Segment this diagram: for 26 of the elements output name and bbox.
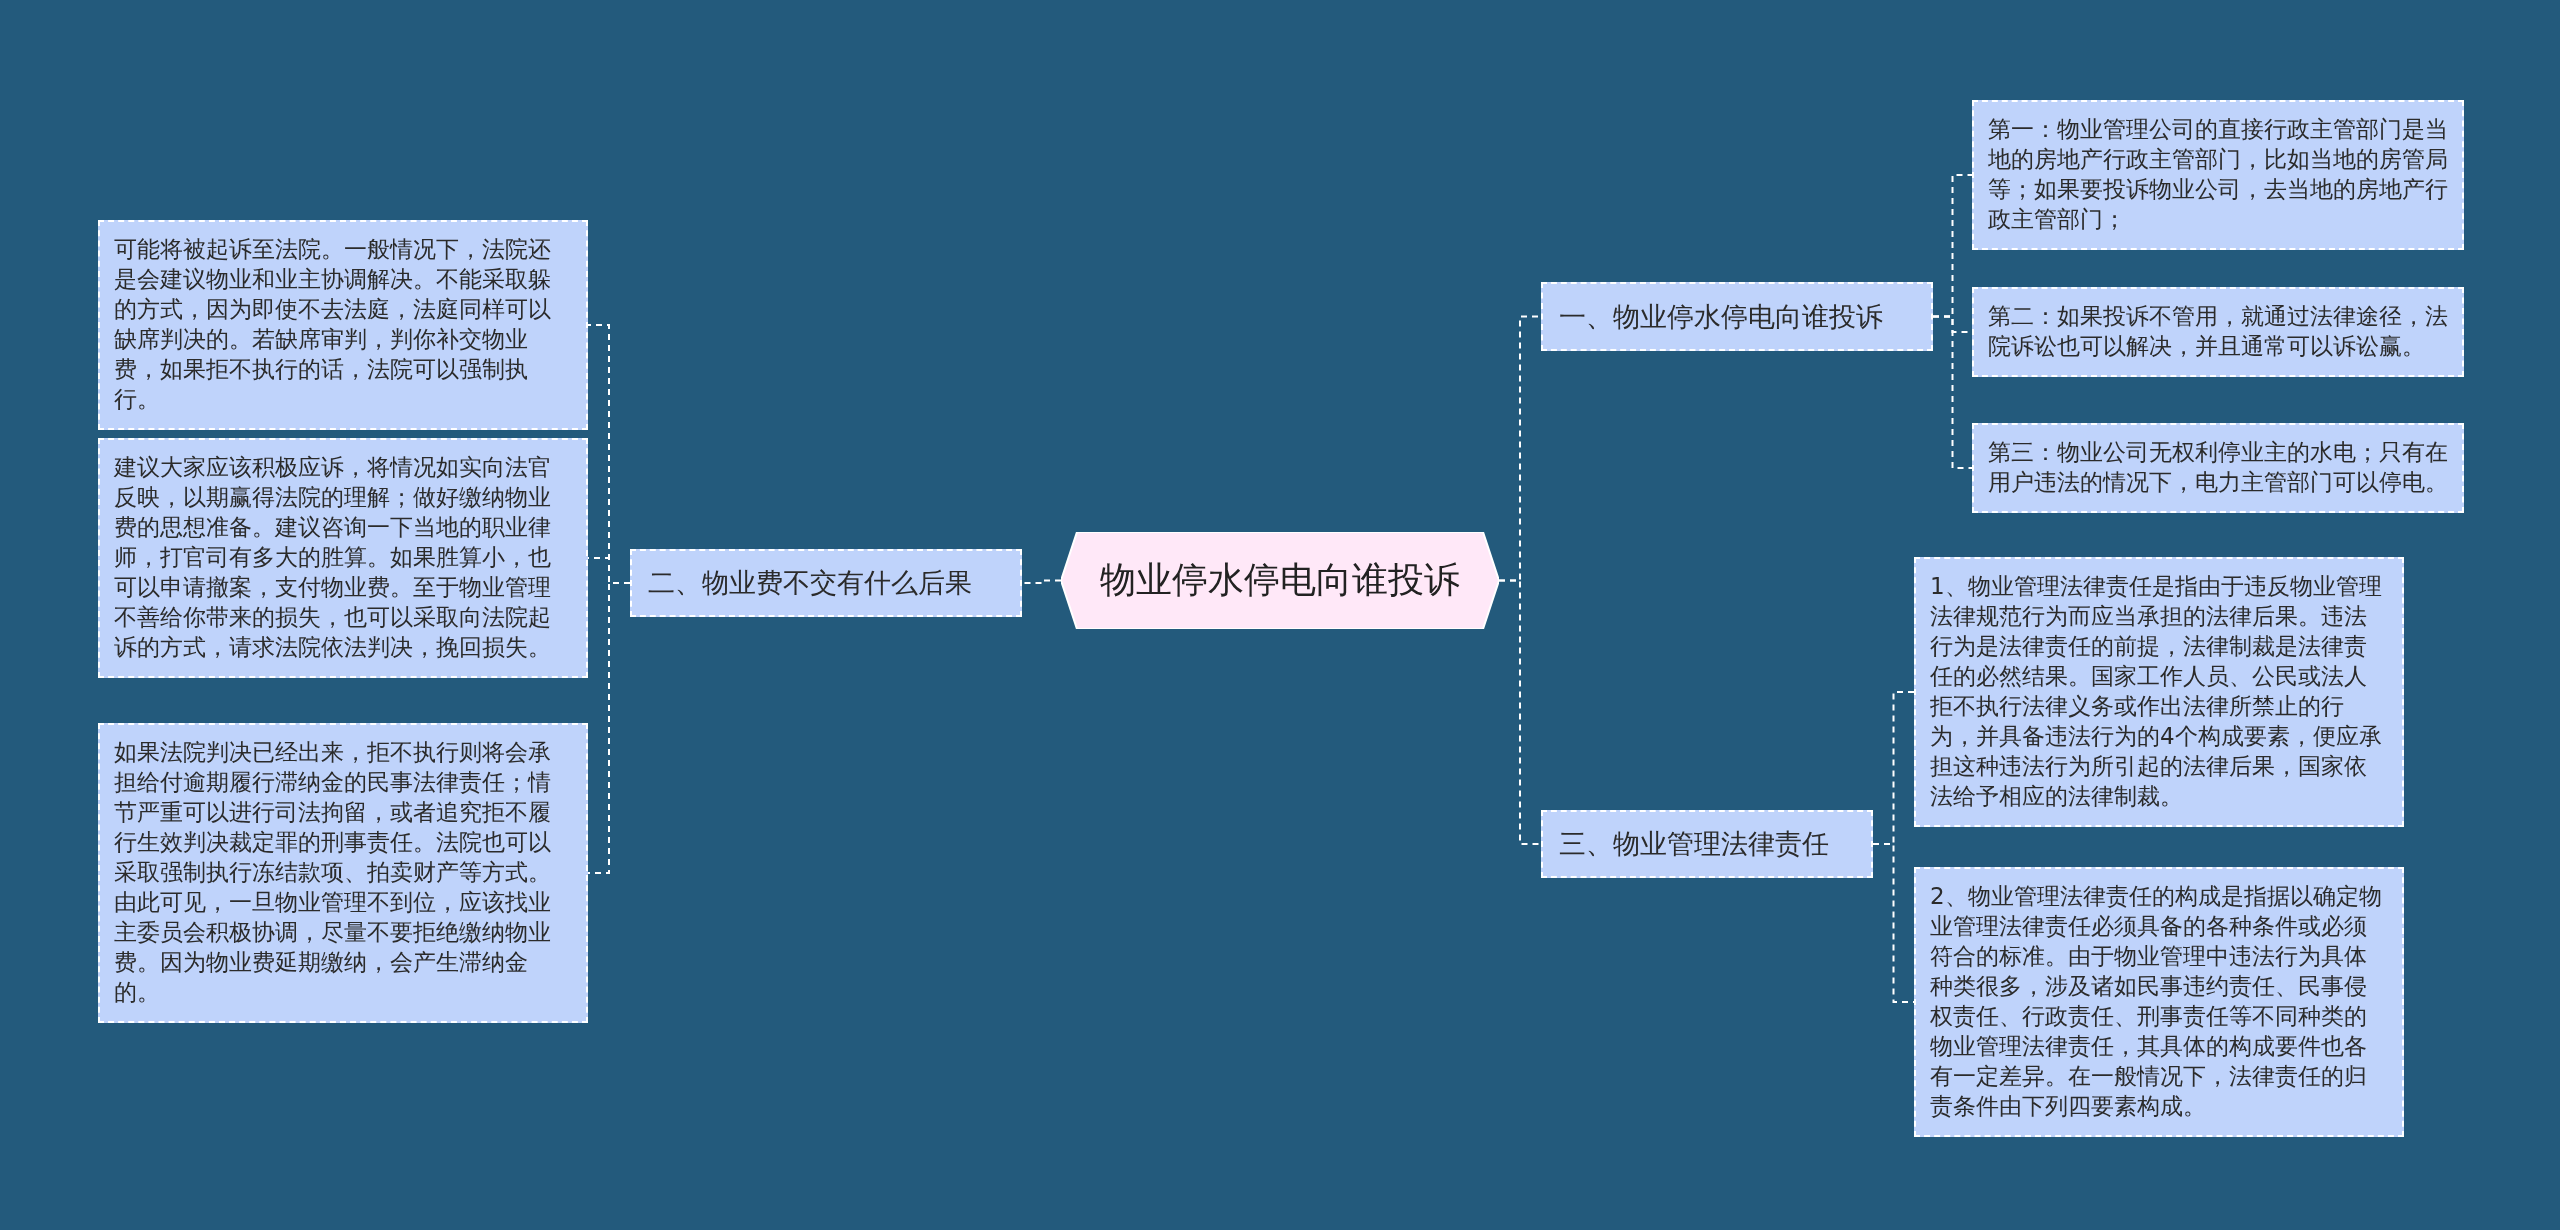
node-text: 三、物业管理法律责任 [1559,827,1829,861]
note-box [1972,423,2464,513]
node-text: 二、物业费不交有什么后果 [648,566,972,600]
topic-hexagon [1061,532,1499,629]
branch-box [630,549,1022,617]
branch-box [1541,810,1873,878]
node-text: 一、物业停水停电向谁投诉 [1559,299,1883,334]
node-text: 可能将被起诉至法院。一般情况下，法院还是会建议物业和业主协调解决。不能采取躲的方式，因为即使不去法庭，法庭同样可以缺席判决的。若缺席审判，判你补交物业费，如果拒不执行的话，法院可以强制执行。 [114,235,552,414]
node-text: 1、物业管理法律责任是指由于违反物业管理法律规范行为而应当承担的法律后果。违法行为是法律责任的前提，法律制裁是法律责任的必然结果。国家工作人员、公民或法人拒不执行法律义务或作出法律所禁止的行为，并具备违法行为的4个构成要素，便应承担这种违法行为所引起的法律后果，国家依法给予相应的法律制裁。 [1930,572,2383,811]
note-box [1914,557,2404,827]
node-text: 2、物业管理法律责任的构成是指据以确定物业管理法律责任必须具备的各种条件或必须符合的标准。由于物业管理中违法行为具体种类很多，涉及诸如民事违约责任、民事侵权责任、行政责任、刑事责任等不同种类的物业管理法律责任，其具体的构成要件也各有一定差异。在一般情况下，法律责任的归责条件由下列四要素构成。 [1930,882,2383,1121]
note-box [1972,100,2464,250]
connector-line [1498,579,1542,845]
note-box [98,723,588,1023]
note-box [1972,287,2464,377]
node-text: 第二：如果投诉不管用，就通过法律途径，法院诉讼也可以解决，并且通常可以诉讼赢。 [1988,302,2448,361]
note-box [98,438,588,678]
node-text: 如果法院判决已经出来，拒不执行则将会承担给付逾期履行滞纳金的民事法律责任；情节严重可以进行司法拘留，或者追究拒不履行生效判决裁定罪的刑事责任。法院也可以采取强制执行冻结款项、拍卖财产等方式。由此可见，一旦物业管理不到位，应该找业主委员会积极协调，尽量不要拒绝缴纳物业费。因为物业费延期缴纳，会产生滞纳金的。 [114,738,552,1007]
node-text: 建议大家应该积极应诉，将情况如实向法官反映，以期赢得法院的理解；做好缴纳物业费的思想准备。建议咨询一下当地的职业律师，打官司有多大的胜算。如果胜算小，也可以申请撤案，支付物业费。至于物业管理不善给你带来的损失，也可以采取向法院起诉的方式，请求法院依法判决，挽回损失。 [114,453,552,662]
connector-line [1932,315,1973,469]
note-box [98,220,588,430]
node-text: 第一：物业管理公司的直接行政主管部门是当地的房地产行政主管部门，比如当地的房管局等；如果要投诉物业公司，去当地的房地产行政主管部门； [1988,115,2448,234]
branch-box [1541,282,1933,351]
node-text: 第三：物业公司无权利停业主的水电；只有在用户违法的情况下，电力主管部门可以停电。 [1988,438,2448,497]
note-box [1914,867,2404,1137]
topic-title: 物业停水停电向谁投诉 [1100,558,1460,602]
